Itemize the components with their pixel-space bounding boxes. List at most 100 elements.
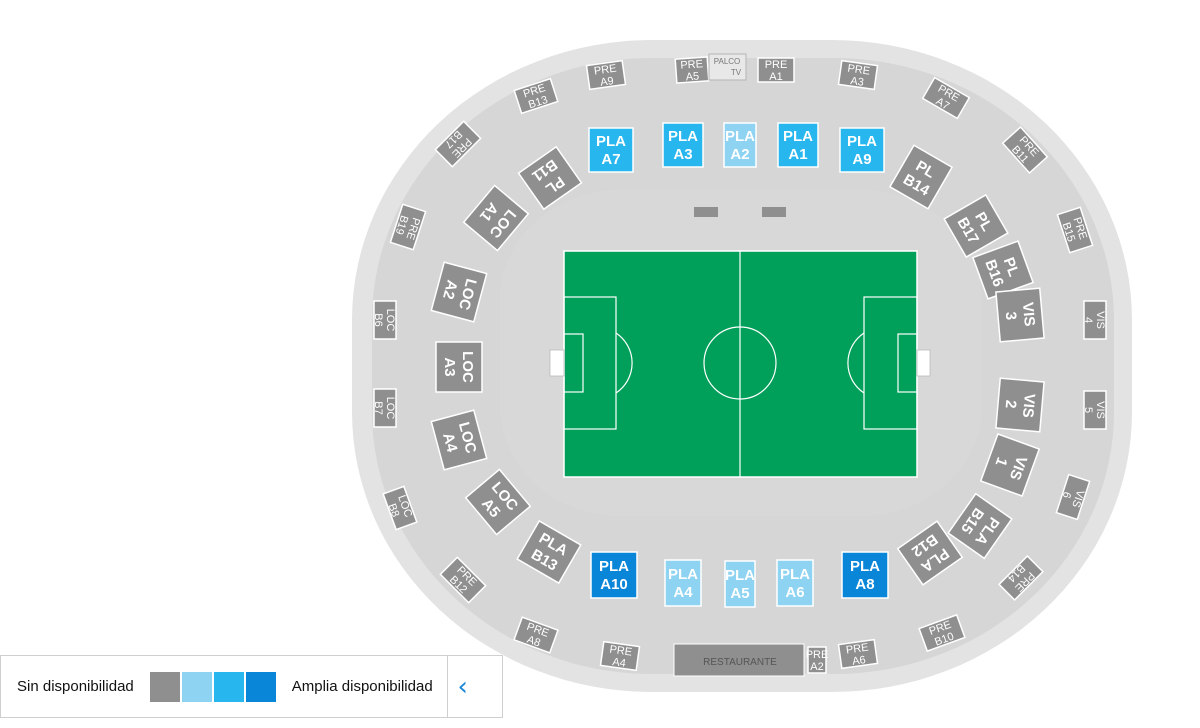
sector-code: B19 <box>393 214 410 236</box>
legend-swatch-mid <box>213 671 244 702</box>
sector-shape <box>896 520 964 586</box>
sector-shape <box>998 555 1044 601</box>
sector-code: A1 <box>769 71 782 83</box>
sector-shape <box>430 409 488 471</box>
sector-shape <box>674 56 710 84</box>
penalty-arc-right <box>847 332 865 394</box>
sector-label: PLA <box>847 133 877 150</box>
sector-label: PLA <box>725 567 755 584</box>
sector-code: A3 <box>673 146 692 163</box>
sector-label: PLA <box>783 128 813 145</box>
sector-label: VIS <box>1019 301 1038 327</box>
sector-shape <box>995 287 1045 343</box>
sector-label: PLA <box>668 128 698 145</box>
sector-code: A2 <box>730 146 749 163</box>
sector-shape <box>439 556 487 604</box>
sector-shape <box>979 433 1041 497</box>
sector-code: A4 <box>612 656 627 670</box>
sector-shape <box>585 59 627 91</box>
palco-tv-box <box>708 53 747 81</box>
sector-label: PLA <box>668 566 698 583</box>
sector-shape <box>373 300 397 340</box>
sector-shape <box>1055 473 1091 521</box>
sector-shape <box>918 613 966 653</box>
sector-code: 3 <box>1002 311 1020 321</box>
sector-shape <box>921 76 971 120</box>
sector-code: A1 <box>788 146 807 163</box>
sector-label: PRE <box>609 644 633 659</box>
sector-code: A6 <box>785 584 804 601</box>
sector-label: PRE <box>806 649 829 661</box>
goal-right <box>916 349 931 377</box>
sector-code: A10 <box>600 576 628 593</box>
sector-code: A5 <box>685 71 699 84</box>
sector-shape <box>841 551 889 599</box>
sector-code: B8 <box>385 502 401 519</box>
media-box <box>694 207 718 217</box>
legend-max-label: Amplia disponibilidad <box>291 678 433 695</box>
legend-min-label: Sin disponibilidad <box>17 678 134 695</box>
pitch <box>549 250 931 478</box>
sector-label: VIS <box>1019 393 1038 419</box>
sector-code: 5 <box>1082 407 1094 413</box>
sector-label: PRE <box>845 642 869 657</box>
sector-shape <box>664 559 702 607</box>
sector-shape <box>776 559 814 607</box>
sector-code: A5 <box>730 585 749 602</box>
sector-shape <box>662 122 704 168</box>
sector-label: PRE <box>765 59 788 71</box>
sector-label: PLA <box>725 128 755 145</box>
sector-shape <box>1001 126 1049 174</box>
legend-collapse-button[interactable]: ‹ <box>448 655 478 718</box>
sector-code: A8 <box>525 634 542 650</box>
sector-label: VIS <box>1094 311 1106 329</box>
sector-shape <box>513 77 559 115</box>
sector-code: A4 <box>439 431 461 455</box>
sector-code: A3 <box>441 357 458 376</box>
sector-code: A7 <box>601 151 620 168</box>
